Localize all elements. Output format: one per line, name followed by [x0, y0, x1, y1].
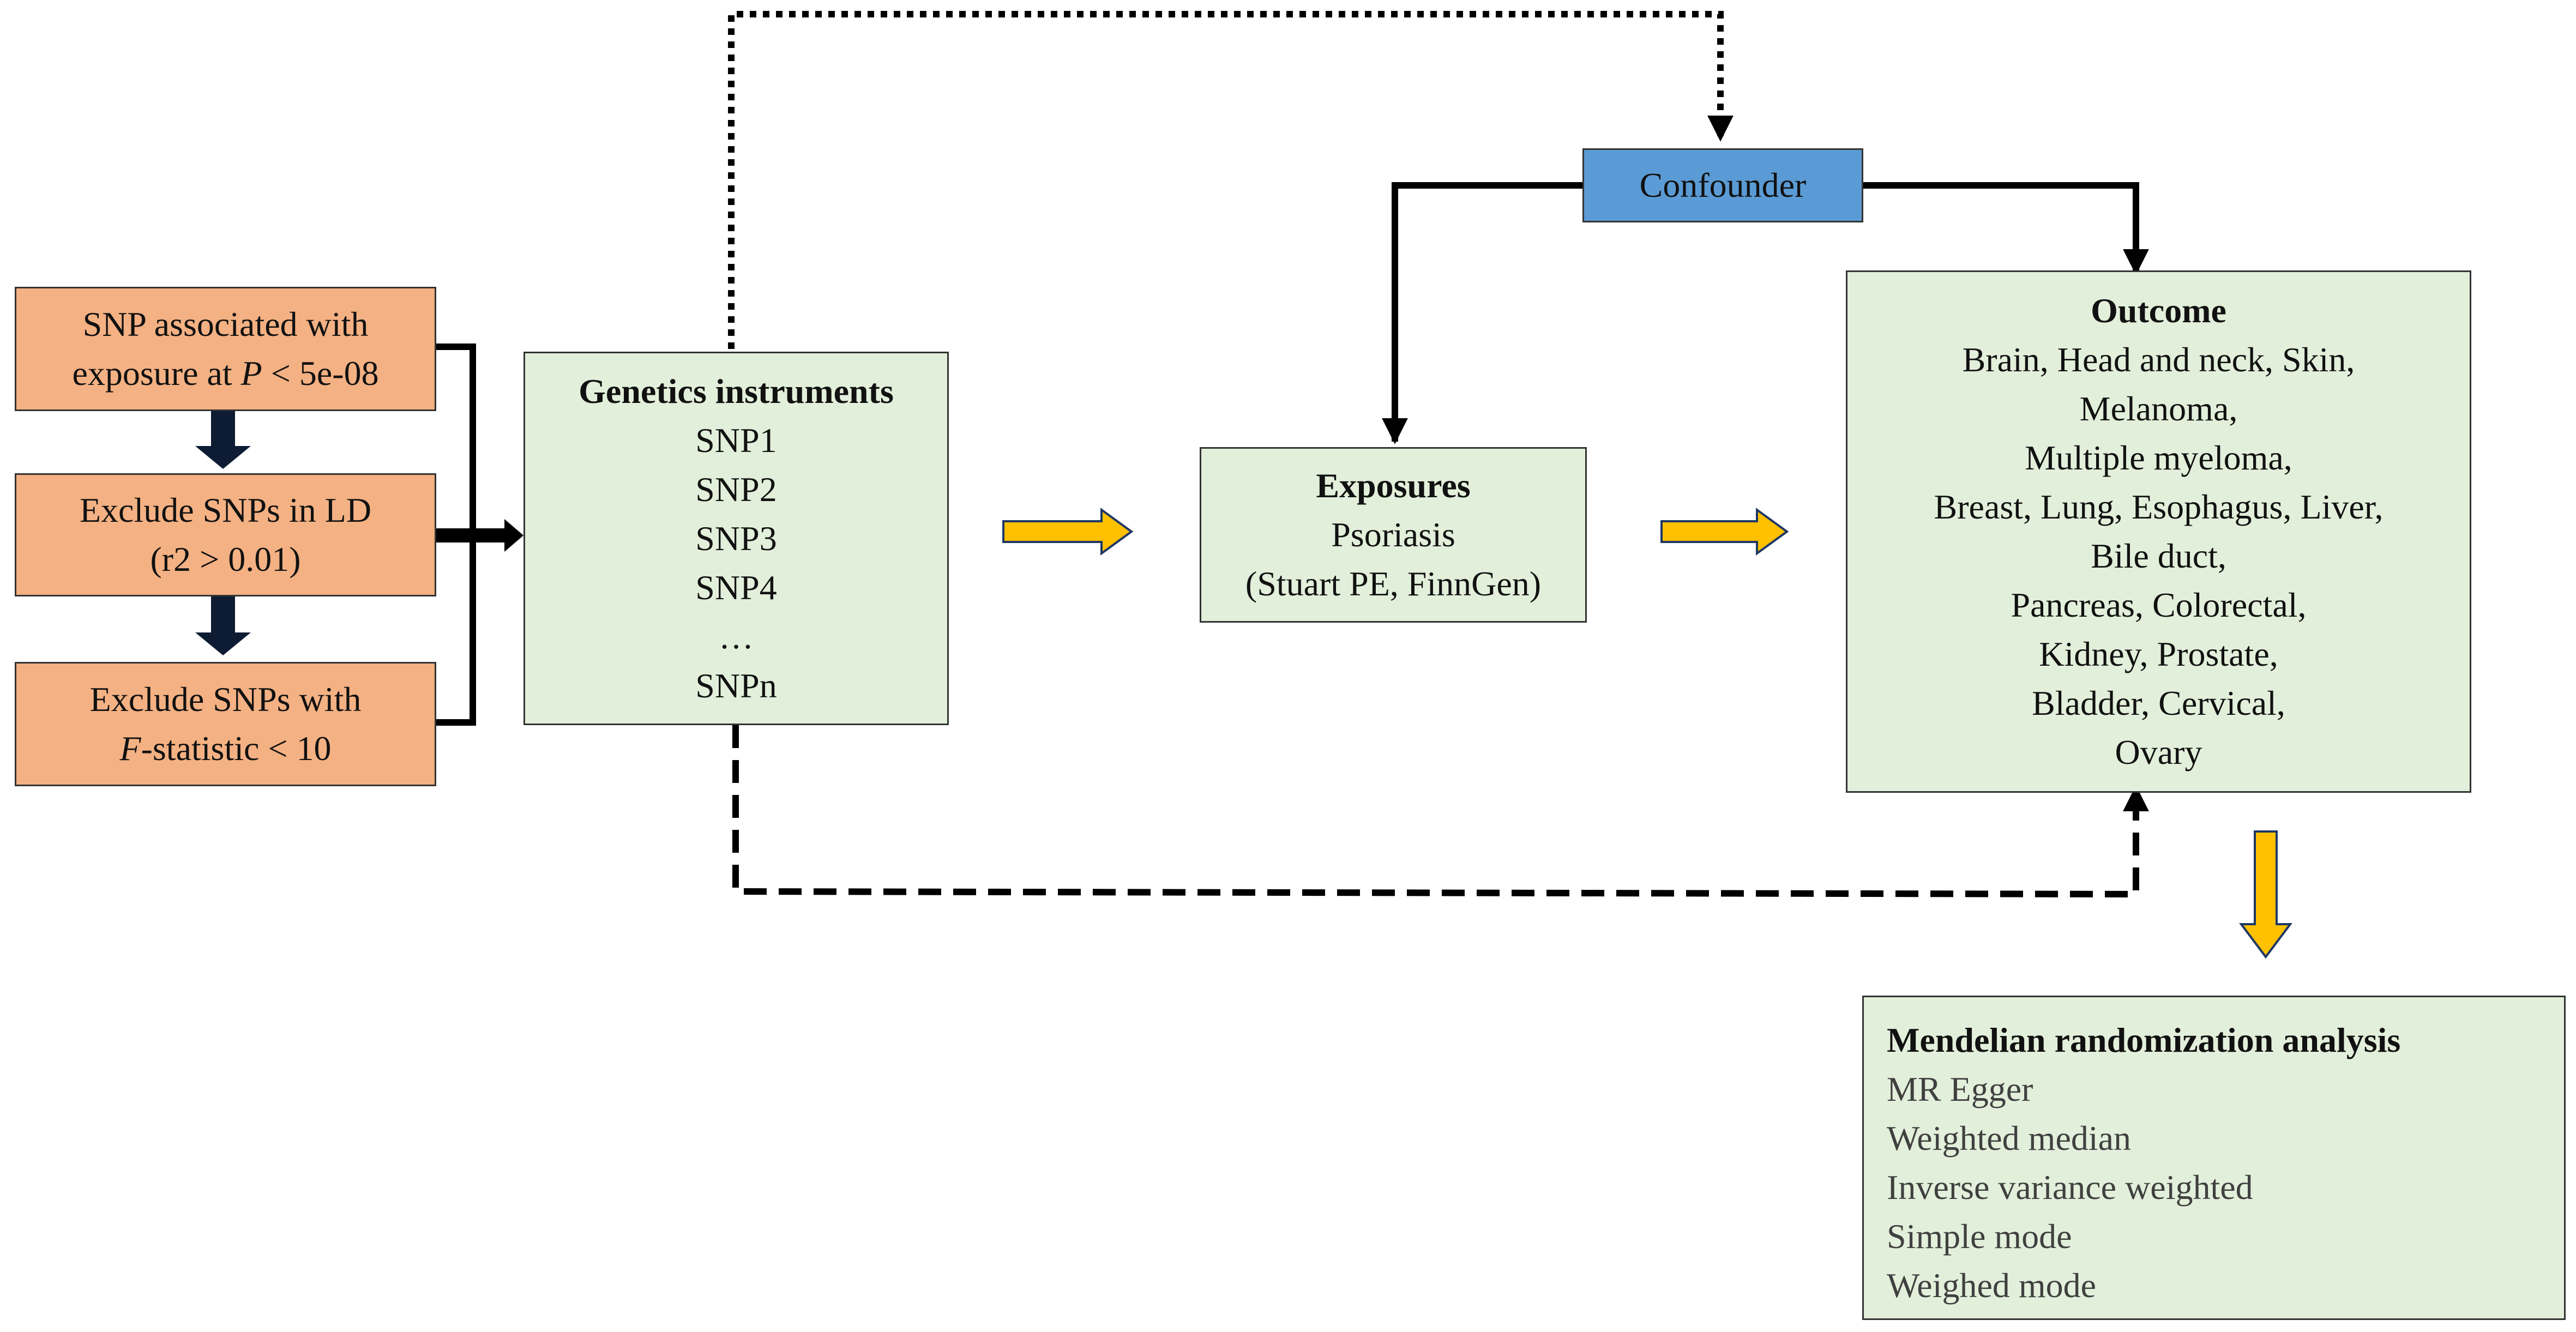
mr-analysis-title: Mendelian randomization analysis	[1887, 1021, 2401, 1059]
outcome-line: Pancreas, Colorectal,	[2011, 586, 2307, 624]
mr-method: MR Egger	[1887, 1070, 2033, 1108]
step3-line1: Exclude SNPs with	[89, 680, 362, 719]
mr-method: Weighed mode	[1887, 1266, 2097, 1305]
outcome-line: Ovary	[2115, 733, 2202, 772]
exposure-line: Psoriasis	[1331, 515, 1455, 554]
outcome-line: Bladder, Cervical,	[2032, 684, 2285, 722]
step3-line2: F-statistic < 10	[119, 729, 332, 768]
down-arrow-1	[195, 410, 251, 469]
confounder-to-exposure-arrow	[1382, 182, 1582, 444]
exposures-box: Exposures Psoriasis (Stuart PE, FinnGen)	[1200, 447, 1587, 623]
down-arrow-2	[195, 596, 251, 655]
confounder-label: Confounder	[1639, 166, 1807, 204]
instrument-item: SNP2	[695, 469, 777, 509]
step1-line1: SNP associated with	[82, 305, 369, 343]
outcome-line: Breast, Lung, Esophagus, Liver,	[1934, 487, 2384, 526]
instrument-item: …	[719, 617, 754, 656]
yellow-arrow-to-exposures	[1002, 508, 1134, 556]
confounder-to-outcome-arrow	[1862, 182, 2149, 275]
outcome-line: Brain, Head and neck, Skin,	[1962, 340, 2355, 379]
outcome-line: Multiple myeloma,	[2025, 438, 2292, 477]
step1-line2: exposure at P < 5e-08	[72, 354, 379, 393]
confounder-box: Confounder	[1582, 148, 1863, 222]
outcome-line: Melanoma,	[2079, 389, 2238, 428]
f-statistic-exclusion-step: Exclude SNPs with F-statistic < 10	[15, 662, 436, 786]
step2-line2: (r2 > 0.01)	[150, 540, 301, 578]
instrument-item: SNP3	[695, 519, 777, 558]
outcome-line: Bile duct,	[2091, 537, 2226, 575]
snp-association-step: SNP associated with exposure at P < 5e-0…	[15, 287, 436, 411]
instrument-item: SNPn	[695, 666, 777, 705]
outcome-box: Outcome Brain, Head and neck, Skin, Mela…	[1846, 270, 2471, 793]
mr-method: Simple mode	[1887, 1217, 2072, 1256]
outcome-line: Kidney, Prostate,	[2039, 635, 2278, 673]
genetics-instruments-box: Genetics instruments SNP1 SNP2 SNP3 SNP4…	[523, 352, 949, 725]
exposure-line: (Stuart PE, FinnGen)	[1245, 564, 1542, 603]
dashed-instrument-outcome-line	[732, 725, 2149, 898]
yellow-arrow-to-analysis	[2239, 830, 2292, 959]
mr-method: Inverse variance weighted	[1887, 1168, 2253, 1207]
dotted-instrument-confounder-line	[728, 11, 1734, 349]
instruments-title: Genetics instruments	[579, 371, 894, 411]
mr-analysis-box: Mendelian randomization analysis MR Egge…	[1862, 996, 2566, 1320]
outcome-title: Outcome	[2091, 291, 2226, 330]
yellow-arrow-to-outcome	[1660, 508, 1789, 556]
instrument-item: SNP4	[695, 568, 777, 607]
ld-exclusion-step: Exclude SNPs in LD (r2 > 0.01)	[15, 473, 436, 596]
mr-method: Weighted median	[1887, 1119, 2132, 1158]
step2-line1: Exclude SNPs in LD	[79, 491, 372, 529]
instrument-item: SNP1	[695, 420, 777, 460]
exposures-title: Exposures	[1316, 466, 1471, 505]
